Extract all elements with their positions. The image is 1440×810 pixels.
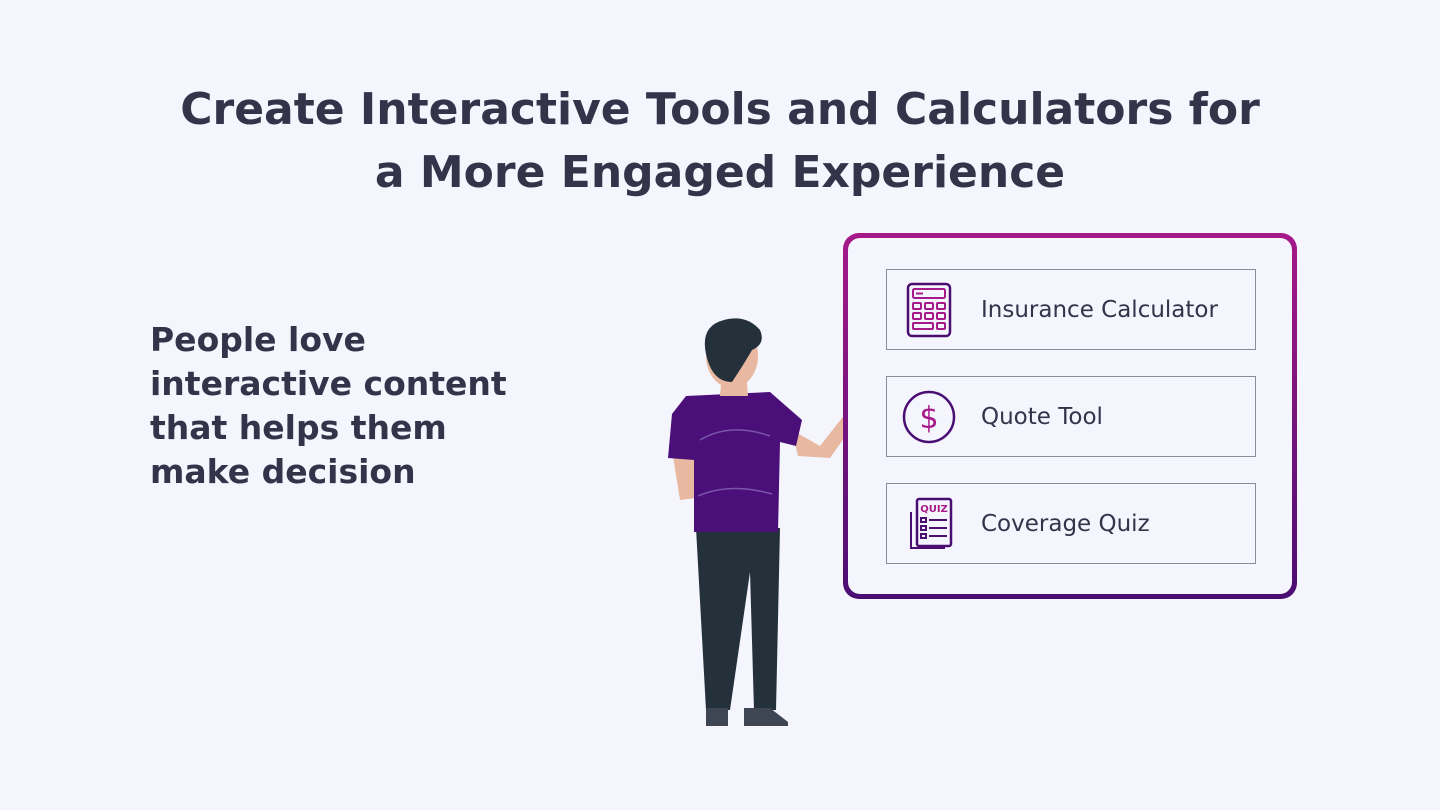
page-title-line-2: a More Engaged Experience xyxy=(374,147,1066,198)
dollar-icon: $ xyxy=(902,390,956,444)
tagline-line-1: People love xyxy=(150,320,366,359)
calculator-icon xyxy=(906,282,952,338)
page-title: Create Interactive Tools and Calculators… xyxy=(0,78,1440,204)
tool-coverage-quiz[interactable]: QUIZ Coverage Quiz xyxy=(886,483,1256,564)
tagline-line-2: interactive content xyxy=(150,364,507,403)
page-title-line-1: Create Interactive Tools and Calculators… xyxy=(180,84,1260,135)
dollar-symbol: $ xyxy=(919,401,938,436)
tool-quote-tool[interactable]: $ Quote Tool xyxy=(886,376,1256,457)
tool-insurance-calculator[interactable]: Insurance Calculator xyxy=(886,269,1256,350)
tool-label: Coverage Quiz xyxy=(981,510,1150,537)
tool-label: Insurance Calculator xyxy=(981,296,1218,323)
tool-label: Quote Tool xyxy=(981,403,1103,430)
quiz-icon-text: QUIZ xyxy=(920,504,948,515)
tagline: People love interactive content that hel… xyxy=(150,318,570,494)
person-pointing-illustration xyxy=(668,318,882,726)
tagline-line-4: make decision xyxy=(150,452,416,491)
quiz-icon: QUIZ xyxy=(910,497,953,549)
tagline-line-3: that helps them xyxy=(150,408,447,447)
